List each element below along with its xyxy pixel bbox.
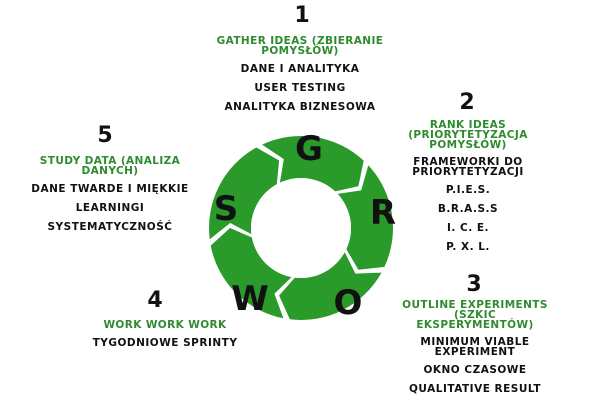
segment-o xyxy=(210,228,292,319)
step-3-block: OUTLINE EXPERIMENTS (SZKIC EKSPERYMENTÓW… xyxy=(400,300,550,395)
ring-letter-s: S xyxy=(214,189,239,229)
step-2-number: 2 xyxy=(459,90,475,115)
step-2-item: FRAMEWORKI DO PRIORYTETYZACJI xyxy=(412,156,524,178)
step-3-item: OKNO CZASOWE xyxy=(423,364,527,376)
ring-letter-w: W xyxy=(231,279,269,319)
step-2-block: RANK IDEAS (PRIORYTETYZACJA POMYSŁÓW) FR… xyxy=(398,120,538,253)
step-3-item: QUALITATIVE RESULT xyxy=(409,383,541,395)
step-5-item: SYSTEMATYCZNOŚĆ xyxy=(47,221,173,233)
step-1-item: ANALITYKA BIZNESOWA xyxy=(224,101,376,113)
step-2-item: P. X. L. xyxy=(446,241,490,253)
step-5-item: LEARNINGI xyxy=(75,202,145,214)
ring-letter-g: G xyxy=(295,129,323,169)
step-1-number: 1 xyxy=(294,3,310,28)
step-4-item: TYGODNIOWE SPRINTY xyxy=(92,337,238,349)
step-1-heading: GATHER IDEAS (ZBIERANIE POMYSŁÓW) xyxy=(216,35,384,57)
segment-w xyxy=(209,147,280,240)
step-2-item: P.I.E.S. xyxy=(445,184,491,196)
step-4-heading: WORK WORK WORK xyxy=(103,319,227,331)
step-5-item: DANE TWARDE I MIĘKKIE xyxy=(31,183,189,195)
ring-letter-r: R xyxy=(370,193,396,233)
step-5-block: STUDY DATA (ANALIZA DANYCH) DANE TWARDE … xyxy=(25,156,195,233)
step-1-block: GATHER IDEAS (ZBIERANIE POMYSŁÓW) DANE I… xyxy=(205,36,395,113)
step-4-block: WORK WORK WORK TYGODNIOWE SPRINTY xyxy=(80,320,250,349)
step-2-item: B.R.A.S.S xyxy=(437,203,499,215)
step-3-number: 3 xyxy=(466,272,482,297)
step-2-heading: RANK IDEAS (PRIORYTETYZACJA POMYSŁÓW) xyxy=(408,119,528,151)
step-4-number: 4 xyxy=(147,288,163,313)
step-1-item: DANE I ANALITYKA xyxy=(240,63,360,75)
step-3-item: MINIMUM VIABLE EXPERIMENT xyxy=(420,336,530,358)
ring-center-hole xyxy=(251,178,351,278)
segment-s xyxy=(262,135,364,192)
step-2-item: I. C. E. xyxy=(446,222,490,234)
ring-letter-o: O xyxy=(334,283,363,323)
segment-g xyxy=(337,165,394,270)
step-5-heading: STUDY DATA (ANALIZA DANYCH) xyxy=(39,155,181,177)
segment-r xyxy=(279,252,382,320)
step-5-number: 5 xyxy=(97,123,113,148)
step-3-heading: OUTLINE EXPERIMENTS (SZKIC EKSPERYMENTÓW… xyxy=(402,299,548,331)
step-1-item: USER TESTING xyxy=(254,82,346,94)
ring-segments xyxy=(209,135,394,320)
